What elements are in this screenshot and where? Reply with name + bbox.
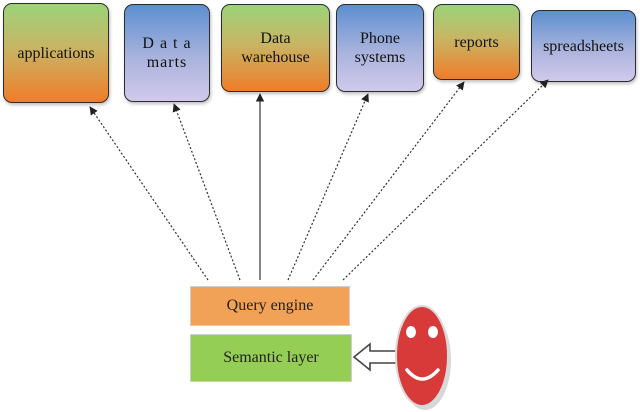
smiley-face-icon xyxy=(395,305,451,410)
arrow-to-spreadsheets xyxy=(342,79,549,281)
source-box-data-marts: D a t a marts xyxy=(124,4,210,102)
source-label-data-marts: D a t a marts xyxy=(142,35,192,71)
query-engine-box: Query engine xyxy=(190,286,350,326)
source-box-phone-systems: Phone systems xyxy=(336,4,424,92)
semantic-layer-label: Semantic layer xyxy=(223,349,319,366)
arrow-to-phone-systems xyxy=(287,93,369,281)
source-box-applications: applications xyxy=(3,3,109,103)
query-engine-label: Query engine xyxy=(226,297,314,314)
arrow-to-reports xyxy=(312,81,465,281)
source-label-spreadsheets: spreadsheets xyxy=(543,37,624,55)
source-label-phone-systems: Phone systems xyxy=(354,30,406,66)
source-box-data-warehouse: Data warehouse xyxy=(221,4,330,92)
source-label-reports: reports xyxy=(454,33,499,51)
source-box-spreadsheets: spreadsheets xyxy=(531,10,636,82)
arrow-to-applications xyxy=(89,106,209,281)
input-arrow xyxy=(352,342,403,372)
semantic-layer-box: Semantic layer xyxy=(190,334,352,382)
arrow-to-data-marts xyxy=(172,103,241,281)
source-label-applications: applications xyxy=(17,44,95,62)
source-box-reports: reports xyxy=(433,4,520,80)
source-label-data-warehouse: Data warehouse xyxy=(241,30,310,66)
